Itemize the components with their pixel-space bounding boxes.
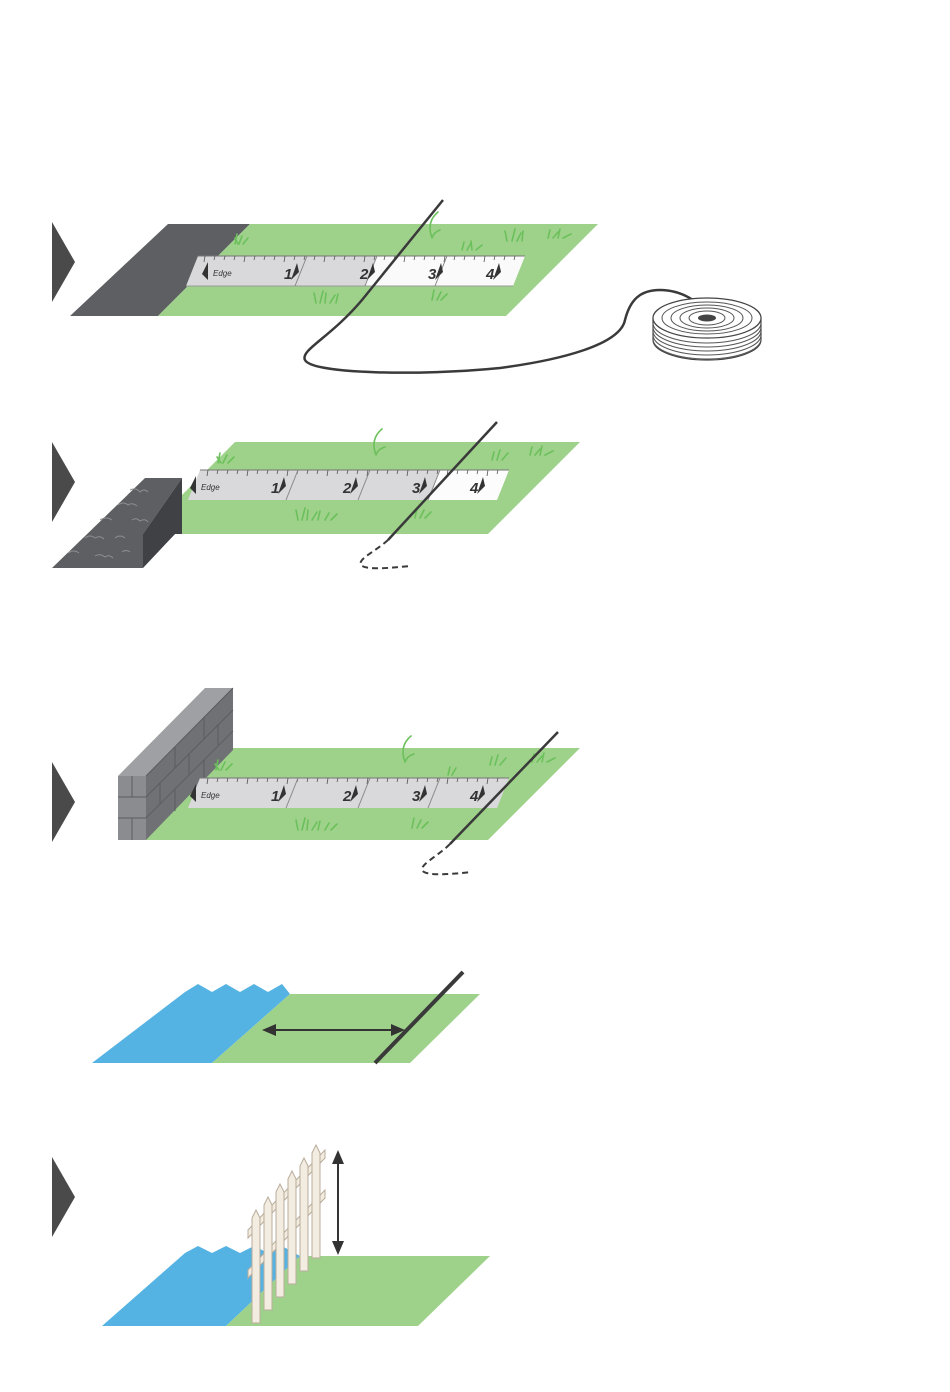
height-arrow-icon <box>332 1150 344 1255</box>
wire-coil-icon <box>653 298 761 360</box>
ruler-mark-1: 1 <box>284 266 292 283</box>
ruler-mark-1: 1 <box>271 480 279 497</box>
ruler-mark-4: 4 <box>469 480 479 497</box>
paving-stones <box>52 478 182 568</box>
panel-driveway: Edge 1 2 3 4 <box>52 200 761 373</box>
ruler-edge-label: Edge <box>201 791 220 800</box>
measuring-ruler: Edge 1 2 3 4 <box>186 256 525 286</box>
ruler-mark-4: 4 <box>485 266 495 283</box>
chevron-right-icon <box>52 222 75 302</box>
ruler-mark-2: 2 <box>359 266 369 283</box>
ruler-mark-4: 4 <box>469 788 479 805</box>
ruler-mark-2: 2 <box>342 480 352 497</box>
measuring-ruler: Edge 1 2 3 4 <box>188 470 509 500</box>
ruler-mark-2: 2 <box>342 788 352 805</box>
ruler-mark-3: 3 <box>412 788 421 805</box>
ruler-mark-3: 3 <box>428 266 437 283</box>
panel-raised-paving: Edge 1 2 3 4 <box>52 422 580 568</box>
ruler-edge-label: Edge <box>213 269 232 278</box>
chevron-right-icon <box>52 762 75 842</box>
ruler-edge-label: Edge <box>201 483 220 492</box>
measuring-ruler: Edge 1 2 3 4 <box>188 778 509 808</box>
ruler-mark-3: 3 <box>412 480 421 497</box>
chevron-right-icon <box>52 1157 75 1237</box>
boundary-wire-underground <box>422 844 472 874</box>
panel-wall: Edge 1 2 3 4 <box>52 688 580 874</box>
panel-water <box>92 972 480 1063</box>
ruler-mark-1: 1 <box>271 788 279 805</box>
boundary-wire-underground <box>361 540 410 568</box>
chevron-right-icon <box>52 442 75 522</box>
panel-fenced-water <box>52 1145 490 1326</box>
